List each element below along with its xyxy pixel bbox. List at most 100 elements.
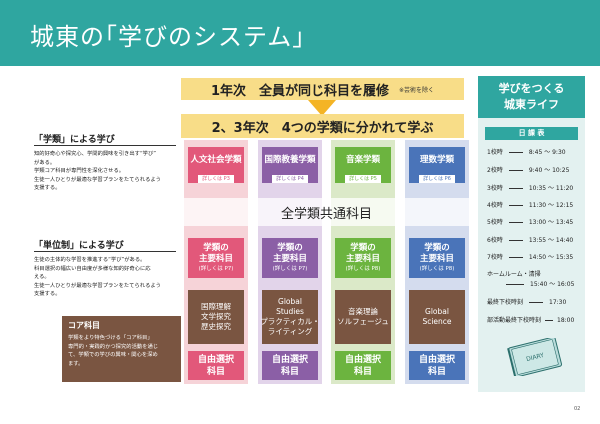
body-line: 知的好奇心や探究心、学問的興味を引き出す“学び” <box>34 151 157 157</box>
core-subjects-humanities: 国際理解 文学探究 歴史探究 <box>188 290 244 344</box>
schedule-label: 日 課 表 <box>485 127 578 140</box>
period-label: 1校時 <box>487 149 503 156</box>
course-science: 理数学類 詳しくは P6 <box>409 147 465 183</box>
period-label: 2校時 <box>487 167 503 174</box>
period-label: 5校時 <box>487 219 503 226</box>
course-music: 音楽学類 詳しくは P5 <box>335 147 391 183</box>
body-line: 生徒一人ひとりが最適な学習プランをたてられるよう <box>34 282 161 289</box>
body-line: 学類をより特色づける「コア科目」 <box>68 335 153 341</box>
schedule-row: 5校時 13:00 ～ 13:45 <box>487 217 573 226</box>
year23-banner: 2、3年次 4つの学類に分かれて学ぶ <box>181 114 464 138</box>
core-subject-title: コア科目 <box>68 321 100 330</box>
period-label: 3校時 <box>487 185 503 192</box>
body-line: て、学類での学びの興味・関心を深め <box>68 352 158 358</box>
core-subject-body: 学類をより特色づける「コア科目」 専門的・実践的かつ探究的活動を通じ て、学類で… <box>68 334 175 368</box>
body-line: 支援する。 <box>34 185 61 191</box>
school-life-title-line2: 城東ライフ <box>504 98 559 111</box>
subject-line: Global <box>278 297 302 306</box>
common-subjects-band: 全学類共通科目 <box>184 198 469 226</box>
gakurui-body: 知的好奇心や探究心、学問的興味を引き出す“学び” がある。 学類コア科目が専門性… <box>34 150 180 193</box>
schedule-row: 7校時 14:50 ～ 15:35 <box>487 252 573 261</box>
gakurui-heading: 「学類」による学び <box>34 135 115 145</box>
subject-line: 国際理解 <box>201 302 231 311</box>
homeroom-row: 15:40 ～ 16:05 <box>500 279 574 288</box>
period-time: 10:35 ～ 11:20 <box>528 185 574 192</box>
major-detail: (詳しくは P8) <box>345 266 381 272</box>
subject-line: プラクティカル・ <box>260 317 320 326</box>
course-international: 国際教養学類 詳しくは P4 <box>262 147 318 183</box>
major-detail: (詳しくは P8) <box>419 266 455 272</box>
period-time: 13:55 ～ 14:40 <box>528 237 574 244</box>
schedule-row: 3校時 10:35 ～ 11:20 <box>487 183 573 192</box>
elective-line: 科目 <box>280 367 299 377</box>
body-line: える。 <box>34 274 50 280</box>
notebook-icon: DIARY <box>507 338 562 376</box>
subject-line: ソルフェージュ <box>337 317 389 326</box>
course-humanities: 人文社会学類 詳しくは P3 <box>188 147 244 183</box>
body-line: がある。 <box>34 159 56 166</box>
major-line1: 学類の <box>350 243 376 253</box>
elective-science: 自由選択 科目 <box>409 351 465 380</box>
year1-banner: 1年次 全員が同じ科目を履修 ※芸術を除く <box>181 78 464 100</box>
club-leave-time: 18:00 <box>557 317 575 324</box>
schedule-row: 4校時 11:30 ～ 12:15 <box>487 200 573 209</box>
page-title: 城東の｢学びのシステム｣ <box>30 23 306 51</box>
tanisei-heading: 「単位制」による学び <box>34 241 124 251</box>
course-detail-link: 詳しくは P6 <box>419 175 455 183</box>
school-life-title: 学びをつくる 城東ライフ <box>478 76 585 118</box>
school-life-title-line1: 学びをつくる <box>498 82 565 95</box>
body-line: ます。 <box>68 360 84 367</box>
subject-line: 音楽理論 <box>348 307 378 316</box>
major-line2: 主要科目 <box>272 254 307 264</box>
elective-music: 自由選択 科目 <box>335 351 391 380</box>
major-subjects-music: 学類の 主要科目 (詳しくは P8) <box>335 238 391 278</box>
major-subjects-science: 学類の 主要科目 (詳しくは P8) <box>409 238 465 278</box>
major-line2: 主要科目 <box>198 254 233 264</box>
period-time: 9:40 ～ 10:25 <box>528 167 570 174</box>
elective-line: 自由選択 <box>197 355 234 365</box>
homeroom-time: 15:40 ～ 16:05 <box>530 281 575 288</box>
period-time: 11:30 ～ 12:15 <box>528 202 574 209</box>
subject-line: Science <box>422 317 452 326</box>
core-subjects-music: 音楽理論 ソルフェージュ <box>335 290 391 344</box>
body-line: 生徒の主体的な学習を推進する“学び”がある。 <box>34 257 146 263</box>
subject-line: 歴史探究 <box>201 322 231 331</box>
subject-line: Studies <box>276 307 304 316</box>
period-label: 4校時 <box>487 202 503 209</box>
page-number: 02 <box>574 406 581 412</box>
down-arrow-icon <box>308 100 336 116</box>
body-line: 科目選択の幅広い自由度が多様な知的好奇心に応 <box>34 265 151 272</box>
period-time: 14:50 ～ 15:35 <box>528 254 574 261</box>
major-line1: 学類の <box>203 243 229 253</box>
elective-line: 科目 <box>427 367 446 377</box>
course-name: 人文社会学類 <box>190 155 242 165</box>
major-detail: (詳しくは P7) <box>272 266 308 272</box>
major-line2: 主要科目 <box>419 254 454 264</box>
course-detail-link: 詳しくは P4 <box>272 175 308 183</box>
schedule-row: 1校時 8:45 ～ 9:30 <box>487 147 566 156</box>
year1-banner-text: 1年次 全員が同じ科目を履修 <box>210 83 389 99</box>
major-line2: 主要科目 <box>345 254 380 264</box>
tanisei-body: 生徒の主体的な学習を推進する“学び”がある。 科目選択の幅広い自由度が多様な知的… <box>34 256 180 299</box>
gakurui-divider <box>34 145 176 146</box>
schedule-row: 2校時 9:40 ～ 10:25 <box>487 165 569 174</box>
core-subjects-international: Global Studies プラクティカル・ ライティング <box>260 290 320 344</box>
subject-line: ライティング <box>267 327 313 336</box>
body-line: 生徒一人ひとりが最適な学習プランをたてられるよう <box>34 176 161 183</box>
subject-line: 文学探究 <box>201 312 231 321</box>
elective-line: 自由選択 <box>418 355 455 365</box>
body-line: 学類コア科目が専門性を深化させる。 <box>34 168 125 174</box>
homeroom-label: ホームルーム・清掃 <box>487 271 541 278</box>
major-subjects-international: 学類の 主要科目 (詳しくは P7) <box>262 238 318 278</box>
period-label: 7校時 <box>487 254 503 261</box>
major-subjects-humanities: 学類の 主要科目 (詳しくは P7) <box>188 238 244 278</box>
period-time: 13:00 ～ 13:45 <box>528 219 574 226</box>
major-line1: 学類の <box>424 243 450 253</box>
major-detail: (詳しくは P7) <box>198 266 234 272</box>
elective-line: 自由選択 <box>344 355 381 365</box>
elective-line: 科目 <box>206 367 225 377</box>
period-time: 8:45 ～ 9:30 <box>528 149 566 156</box>
tanisei-divider <box>34 251 176 252</box>
